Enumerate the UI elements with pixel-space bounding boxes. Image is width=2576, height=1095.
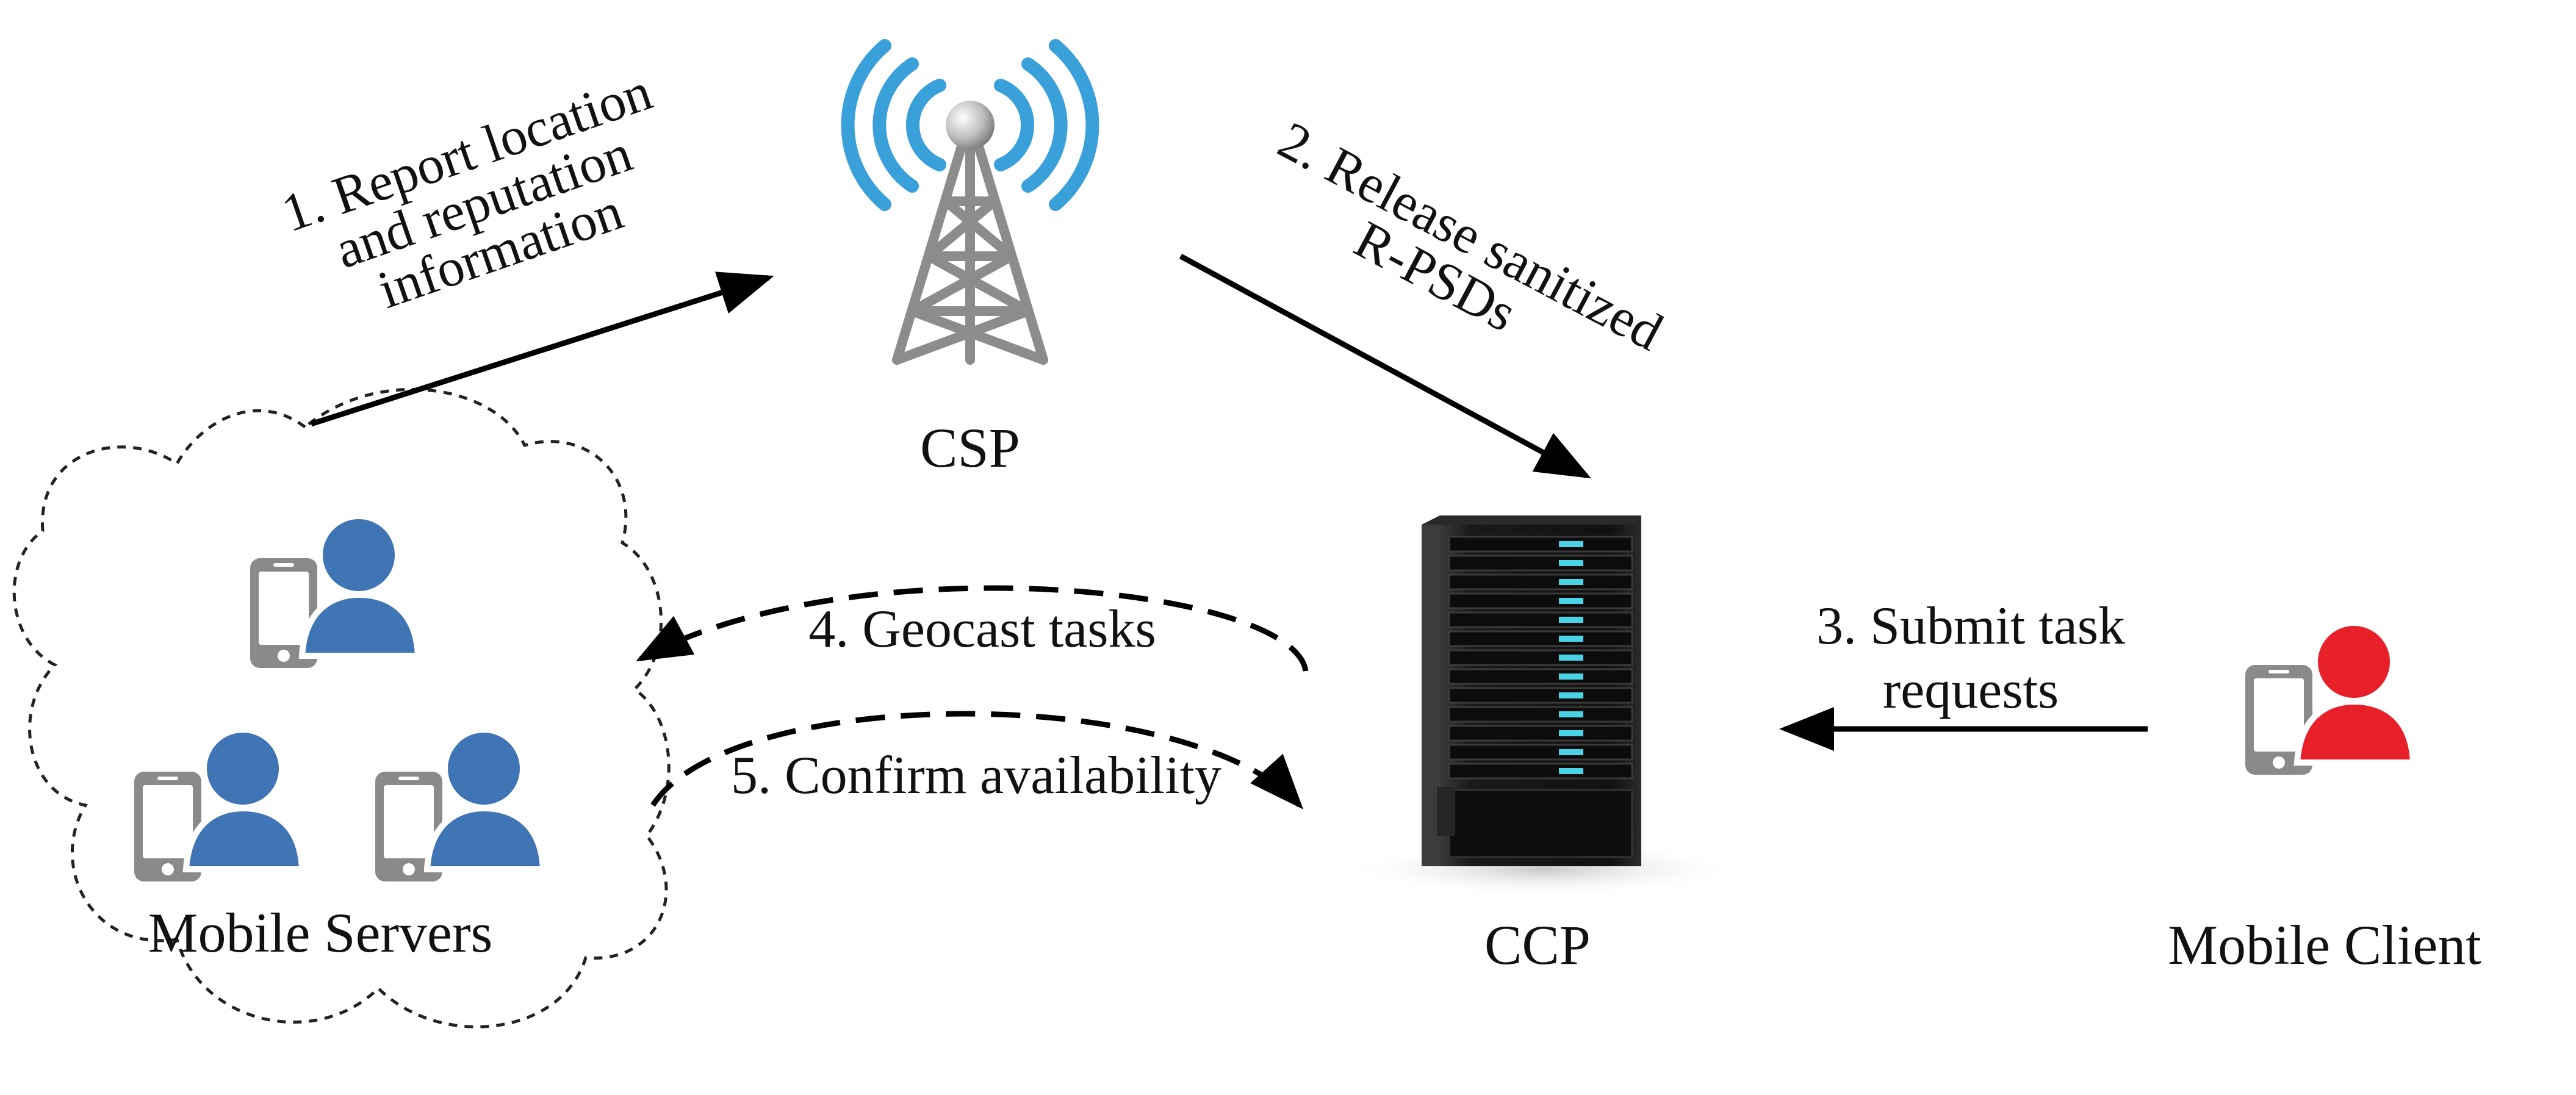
- rack-led: [1559, 711, 1583, 717]
- step-3-line-1: 3. Submit task: [1816, 597, 2125, 656]
- arrow-step-1: [310, 271, 774, 427]
- arrow-step-5: [650, 711, 1304, 810]
- step-1-label: 1. Report location and reputation inform…: [275, 62, 659, 320]
- rack-unit: [1448, 649, 1633, 666]
- rack-unit: [1448, 555, 1633, 572]
- step-4-label: 4. Geocast tasks: [808, 600, 1156, 659]
- rack-led: [1559, 617, 1583, 623]
- server-rack-icon: [1342, 515, 1745, 897]
- rack-led: [1559, 598, 1583, 604]
- step-5-label: 5. Confirm availability: [731, 746, 1221, 805]
- mobile-server-user-icon: [250, 513, 422, 668]
- rack-unit: [1448, 706, 1633, 723]
- arrow-step-4: [636, 585, 1309, 672]
- arrow-step-2: [1179, 254, 1591, 479]
- mobile-client-user-icon: [2245, 620, 2417, 775]
- mobile-client-label: Mobile Client: [2168, 914, 2481, 976]
- rack-led: [1559, 579, 1583, 585]
- rack-unit: [1448, 763, 1633, 780]
- rack-led: [1559, 768, 1583, 774]
- step-3-line-2: requests: [1883, 661, 2059, 720]
- rack-led: [1559, 692, 1583, 698]
- rack-units: [1448, 536, 1633, 780]
- rack-unit: [1448, 744, 1633, 761]
- rack-unit: [1448, 573, 1633, 591]
- rack-unit: [1448, 630, 1633, 647]
- csp-label: CSP: [920, 417, 1020, 479]
- rack-led: [1559, 636, 1583, 642]
- rack-unit: [1448, 611, 1633, 628]
- rack-led: [1559, 655, 1583, 661]
- step-2-label: 2. Release sanitized R-PSDs: [1269, 110, 1672, 362]
- rack-unit: [1448, 725, 1633, 742]
- mobile-server-user-icon: [375, 727, 547, 881]
- rack-unit: [1448, 536, 1633, 553]
- rack-led: [1559, 730, 1583, 736]
- rack-unit: [1448, 687, 1633, 704]
- ccp-label: CCP: [1484, 914, 1591, 976]
- rack-led: [1559, 560, 1583, 566]
- mobile-servers-cloud: Mobile Servers: [12, 387, 671, 1029]
- rack-unit: [1448, 592, 1633, 609]
- cell-tower-icon: [841, 39, 1099, 365]
- rack-led: [1559, 541, 1583, 547]
- rack-led: [1559, 673, 1583, 680]
- mobile-servers-label: Mobile Servers: [148, 902, 493, 964]
- rack-led: [1559, 749, 1583, 755]
- rack-unit: [1448, 668, 1633, 685]
- mobile-server-user-icon: [134, 727, 306, 881]
